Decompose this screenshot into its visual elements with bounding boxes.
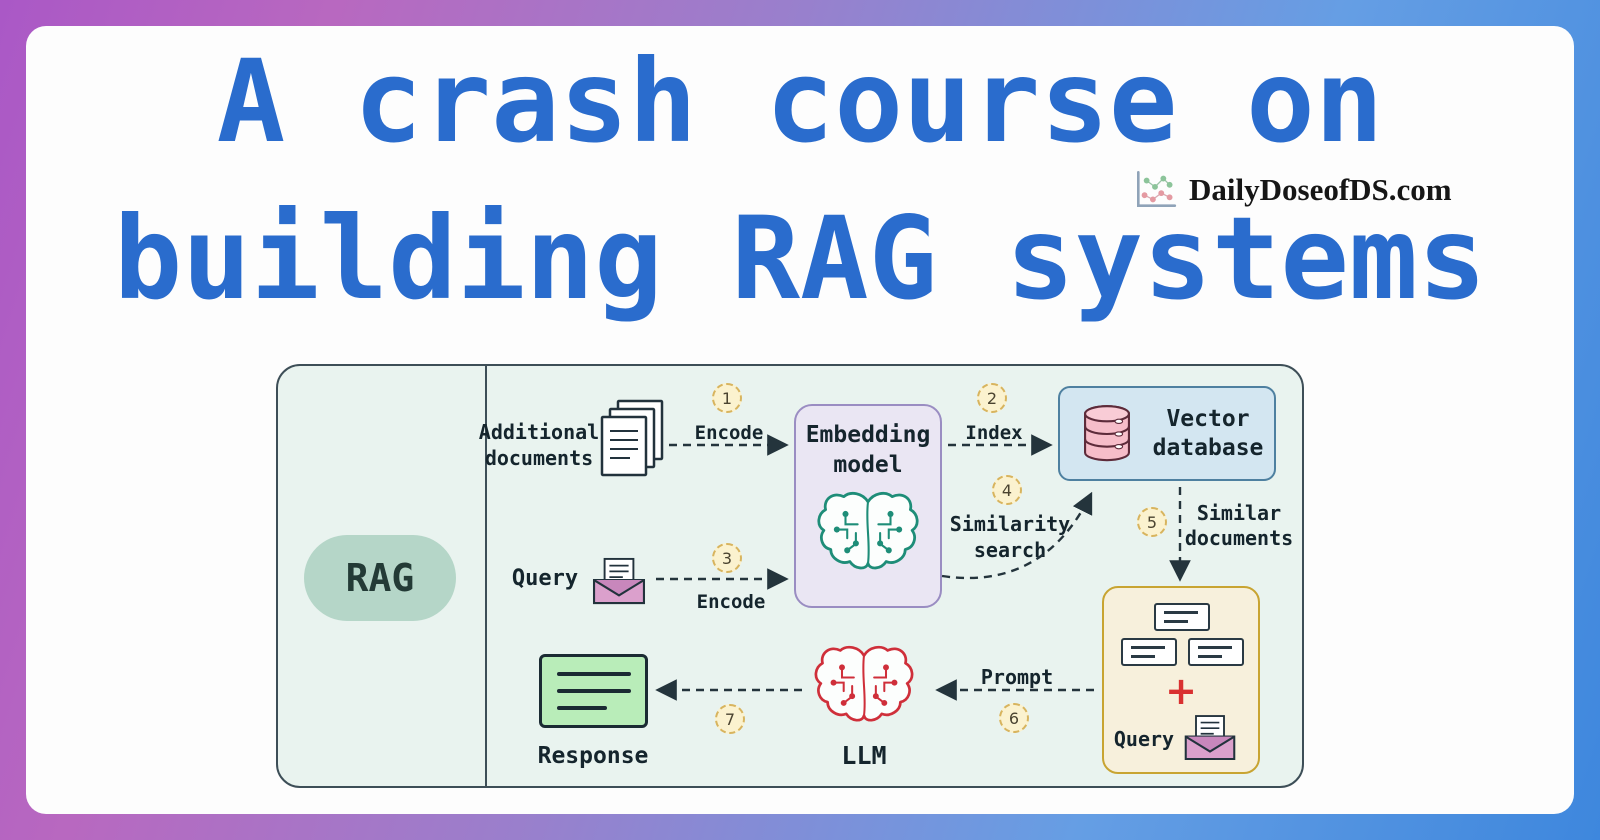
step-7-badge: 7 [715, 704, 745, 734]
rag-label: RAG [345, 556, 415, 600]
response-node [539, 654, 648, 728]
mini-document-icon [1188, 638, 1244, 666]
encode-3-label: Encode [696, 591, 766, 613]
response-label: Response [537, 743, 649, 769]
embedding-brain-icon [817, 491, 919, 570]
query-envelope-icon [592, 557, 646, 605]
similar-documents-label: Similar documents [1184, 501, 1294, 550]
similarity-search-label: Similarity search [949, 512, 1071, 562]
step-2-badge: 2 [977, 383, 1007, 413]
mini-document-icon [1154, 603, 1210, 631]
step-6-badge: 6 [999, 703, 1029, 733]
vector-database-label: Vector database [1152, 405, 1264, 461]
content-card: A crash course on building RAG systems D… [26, 26, 1574, 814]
brand-name: DailyDoseofDS.com [1189, 172, 1452, 207]
brand: DailyDoseofDS.com [1131, 164, 1452, 216]
vector-database-node: Vector database [1058, 386, 1276, 481]
encode-1-label: Encode [694, 422, 764, 444]
query-input-label: Query [511, 566, 579, 591]
database-icon [1084, 404, 1130, 461]
rag-node: RAG [304, 535, 456, 621]
panel-divider [485, 366, 487, 786]
llm-label: LLM [841, 741, 887, 770]
llm-brain-icon [814, 645, 914, 722]
mini-document-icon [1121, 638, 1177, 666]
query-envelope-icon [1184, 715, 1236, 760]
plus-sign: + [1165, 669, 1197, 713]
embedding-model-label: Embedding model [805, 422, 931, 478]
prompt-label: Prompt [980, 665, 1054, 689]
additional-documents-label: Additional documents [478, 420, 600, 470]
retrieved-context-node: + Query [1102, 586, 1260, 774]
brand-chart-icon [1137, 170, 1177, 207]
step-4-badge: 4 [992, 475, 1022, 505]
title-line-1: A crash course on [216, 35, 1384, 168]
step-5-badge: 5 [1137, 507, 1167, 537]
step-1-badge: 1 [712, 383, 742, 413]
step-3-badge: 3 [712, 543, 742, 573]
documents-stack-icon [600, 399, 664, 477]
embedding-model-node: Embedding model [794, 404, 942, 608]
query-box-label: Query [1113, 727, 1175, 751]
rag-diagram-panel: RAG Additional documents Query Em [276, 364, 1304, 788]
title-line-2: building RAG systems [113, 192, 1487, 325]
index-label: Index [965, 422, 1023, 444]
